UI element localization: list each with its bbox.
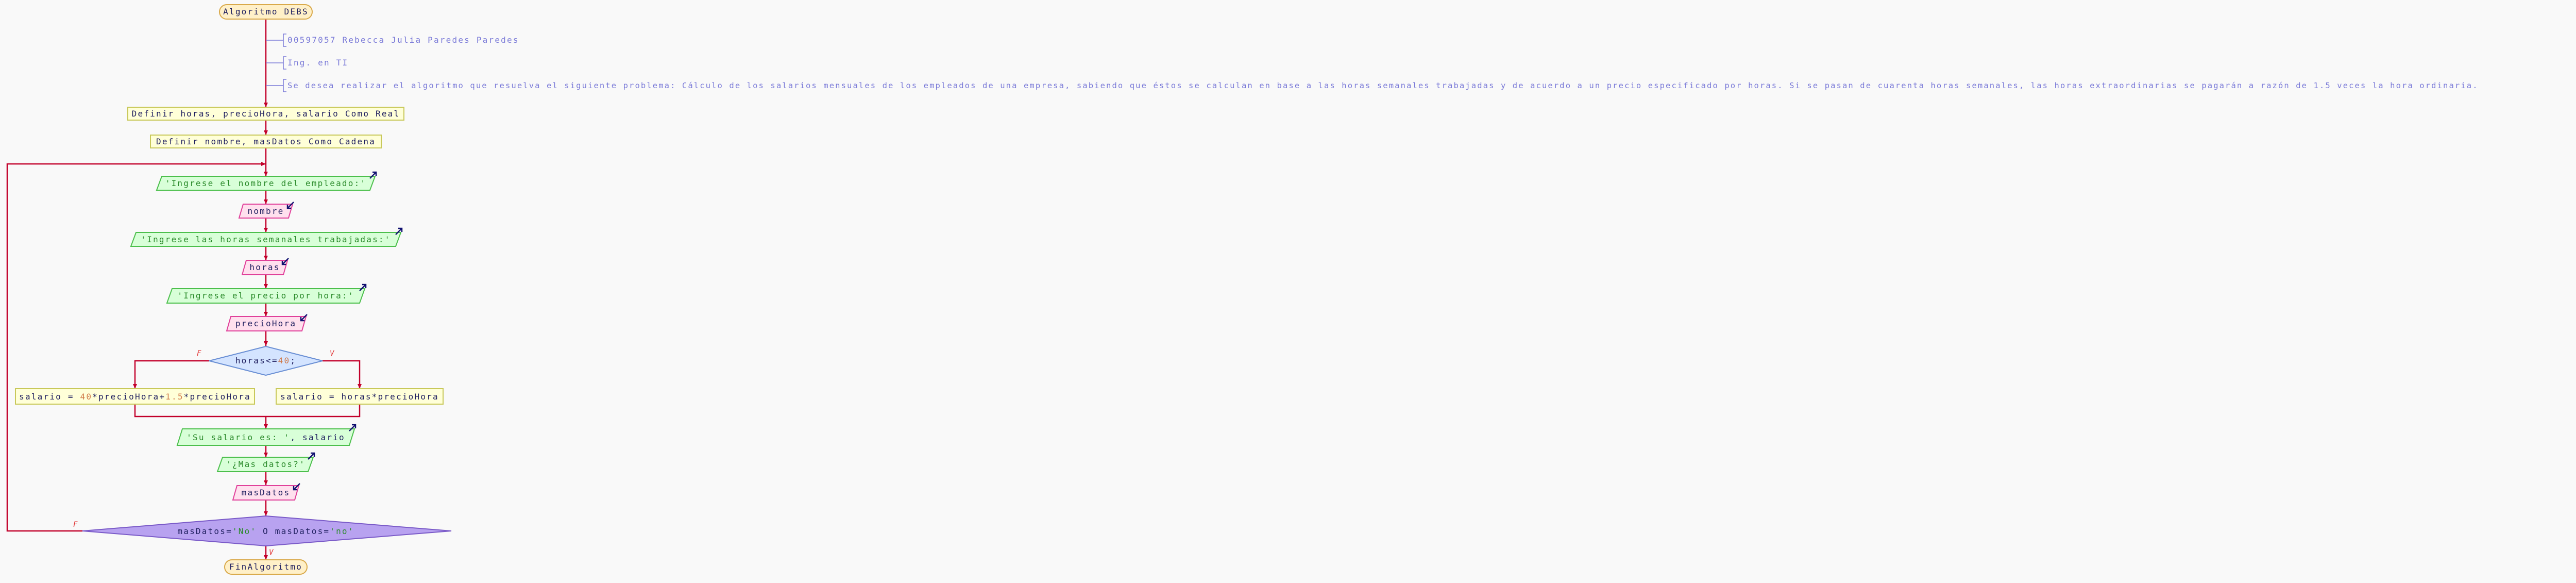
flow-line-loop-back [6,162,266,532]
input-parallelogram-1 [238,204,294,219]
start-terminal [219,4,313,20]
flow-lines [6,19,362,560]
output-arrow-icon [395,227,403,235]
output-arrow-icon [349,424,357,431]
input-parallelogram-3 [226,316,307,331]
input-3-text: precioHora [235,319,296,328]
define-process-2-text: Definir nombre, masDatos Como Cadena [156,137,376,146]
else-branch-text: salario = 40*precioHora+1.5*precioHora [19,392,251,402]
input-arrow-icon [300,314,308,322]
algorithm-title: Algoritmo DEBS [223,7,309,16]
comment-text: 00597057 Rebecca Julia Paredes Paredes [287,35,519,45]
decision-false-label: F [197,349,202,358]
input-arrow-icon [293,483,300,491]
comment-bracket [283,56,286,70]
output-parallelogram-2 [130,232,402,247]
comment-bracket [283,79,286,92]
comment-text: Ing. en TI [287,58,348,68]
output-arrow-icon [359,284,367,291]
output-4-text: 'Su salario es: ', salario [187,432,345,442]
loop-decision-text: masDatos='No' O masDatos='no' [177,526,354,536]
flow-line-false-branch [133,360,209,389]
define-process-2 [150,135,382,148]
input-1-text: nombre [248,206,284,216]
output-parallelogram-1 [156,176,376,191]
input-parallelogram-5 [232,485,300,501]
output-arrow-icon [308,452,315,460]
decision-text: horas<=40; [235,356,296,365]
output-parallelogram-4 [176,428,355,446]
comment-connectors [266,34,286,92]
comment-text: Se desea realizar el algoritmo que resue… [287,81,2479,90]
comment-bracket [283,34,286,47]
output-1-text: 'Ingrese el nombre del empleado:' [165,178,366,188]
end-terminal-text: FinAlgoritmo [229,562,302,572]
define-process-1-text: Definir horas, precioHora, salario Como … [132,109,400,119]
decision-diamond [209,345,323,376]
output-2-text: 'Ingrese las horas semanales trabajadas:… [141,235,391,244]
end-terminal [224,559,308,575]
input-5-text: masDatos [242,488,291,497]
input-arrow-icon [286,202,294,209]
decision-true-label: V [330,349,335,358]
flow-line-merge [134,404,361,418]
loop-true-label: V [269,548,275,557]
then-branch-text: salario = horas*precioHora [280,392,439,402]
define-process-1 [127,107,404,121]
input-2-text: horas [249,262,280,272]
else-branch-process [15,388,255,405]
output-5-text: '¿Mas datos?' [226,459,306,469]
input-parallelogram-2 [241,260,289,275]
output-parallelogram-5 [216,457,314,472]
flow-line-true-branch [323,360,362,389]
output-arrow-icon [369,171,377,179]
loop-decision-diamond [82,515,452,547]
input-arrow-icon [281,258,289,265]
then-branch-process [276,388,444,405]
output-parallelogram-3 [166,288,366,304]
loop-false-label: F [73,521,79,529]
output-3-text: 'Ingrese el precio por hora:' [177,291,354,301]
